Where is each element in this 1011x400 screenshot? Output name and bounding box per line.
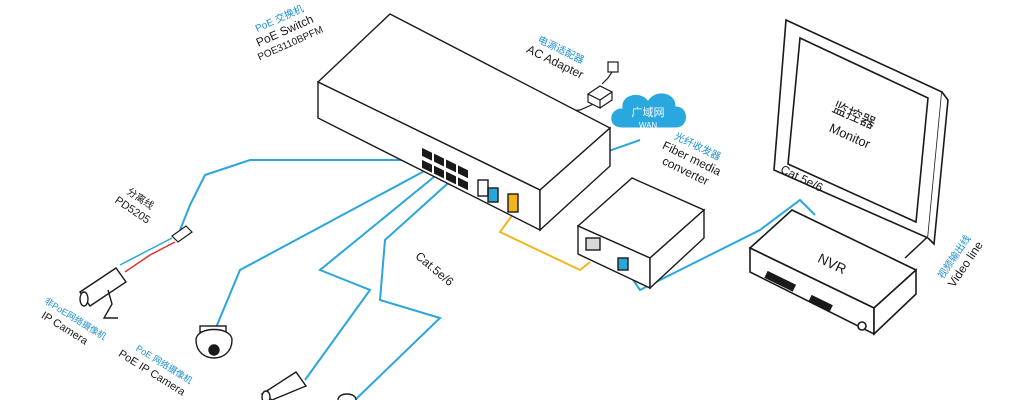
nvr-buttons [808, 294, 833, 313]
monitor: 监控器 Monitor [773, 18, 949, 246]
switch-ports [422, 147, 468, 191]
wan-label-cn: 广域网 [632, 106, 665, 119]
monitor-screen [787, 36, 929, 224]
poe-switch [316, 13, 612, 232]
nvr-disk-slot [764, 270, 797, 292]
wan-label-en: WAN [639, 121, 658, 130]
poe-camera-lens [261, 390, 271, 400]
fiber-side-face [649, 208, 705, 290]
poe-camera [260, 371, 308, 400]
switch-side-face [539, 126, 611, 232]
ac-adapter [586, 61, 619, 109]
splitter-body [171, 225, 193, 243]
adapter-body [586, 85, 614, 109]
cable-fiber-yellow [498, 209, 591, 272]
ptz-lens [208, 344, 220, 356]
cable-switch-to-ptz-camera [214, 167, 431, 331]
ptz-camera [195, 325, 233, 359]
ip-camera-lens [79, 291, 89, 307]
fiber-sfp-port [585, 237, 601, 251]
cloud-shape [610, 92, 687, 129]
splitter [171, 225, 193, 243]
cable-label-cam: Cat.5e/6 [413, 249, 457, 289]
adapter-plug [607, 61, 619, 73]
wan-cloud: 广域网 WAN [610, 92, 687, 130]
nvr-side-face [873, 268, 917, 336]
cable-fiber-to-nvr [624, 198, 816, 292]
cable-switch-to-poe-camera [304, 171, 441, 381]
switch-sfp-port [507, 193, 519, 213]
fiber-converter [576, 177, 706, 290]
bottom-camera-body [337, 393, 357, 400]
cable-switch-to-bottom-camera [354, 175, 457, 400]
ip-camera [79, 267, 127, 319]
fiber-rj45-port [617, 257, 629, 271]
bottom-camera [337, 393, 357, 400]
nvr-knob [857, 321, 867, 331]
ptz-dome [195, 328, 233, 359]
switch-port-frame [477, 179, 489, 197]
cable-switch-to-splitter [179, 159, 424, 231]
cable-splitter-to-ipcam-blue [119, 237, 173, 266]
cable-splitter-to-ipcam-red [124, 241, 176, 273]
nvr: NVR [748, 209, 918, 336]
monitor-side [927, 91, 949, 246]
switch-uplink-port [487, 187, 499, 203]
ip-camera-mount [102, 289, 118, 319]
